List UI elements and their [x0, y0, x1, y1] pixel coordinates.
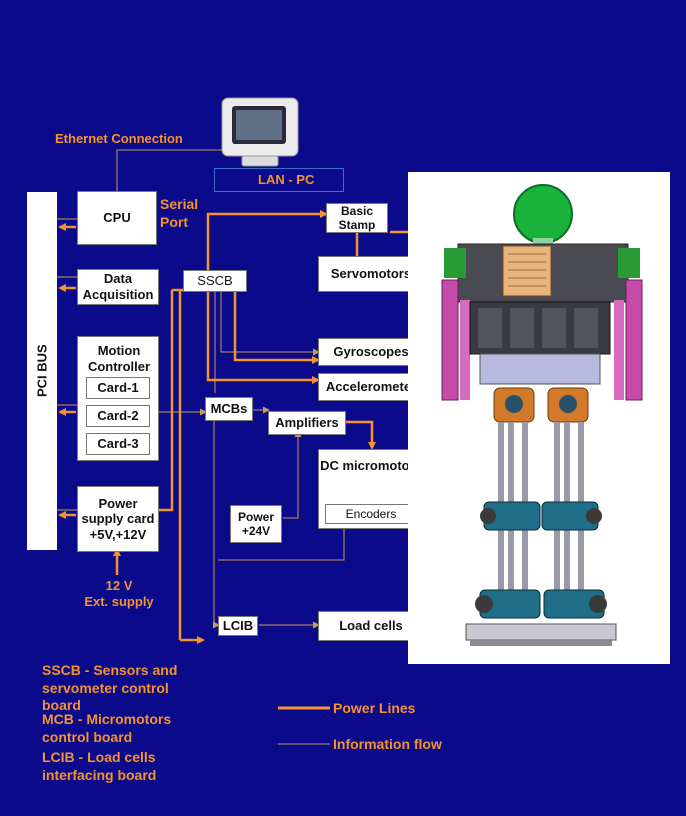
motion-controller-label: Motion Controller [87, 343, 151, 374]
ext-supply-text: Ext. supply [84, 594, 154, 610]
glossary-sscb: SSCB - Sensors and servometer control bo… [42, 662, 177, 715]
glossary-sscb-line2: servometer control [42, 679, 169, 696]
amplifiers-block: Amplifiers [268, 411, 346, 435]
card-2: Card-2 [86, 405, 150, 427]
servomotors-block: Servomotors [318, 256, 424, 292]
dc-micromotors-label: DC micromotors [320, 458, 422, 473]
power-supply-card-block: Power supply card +5V,+12V [77, 486, 159, 552]
mcbs-block: MCBs [205, 397, 253, 421]
pci-bus-bar: PCI BUS [27, 192, 57, 550]
serial-port-label: Serial Port [160, 196, 199, 230]
ethernet-line [116, 149, 230, 191]
glossary-mcb-line2: control board [42, 728, 133, 745]
pci-bus-label: PCI BUS [34, 344, 50, 398]
legend-power-lines-label: Power Lines [333, 700, 416, 716]
robot-image [408, 172, 670, 664]
power-lines [58, 210, 408, 644]
gyroscopes-block: Gyroscopes [318, 338, 424, 366]
glossary-lcib: LCIB - Load cells interfacing board [42, 749, 156, 784]
legend-information-flow-label: Information flow [333, 736, 442, 752]
dc-micromotors-block: DC micromotors Encoders [318, 449, 424, 529]
glossary-mcb-line1: MCB - Micromotors [42, 711, 172, 727]
data-acquisition-block: Data Acquisition [77, 269, 159, 305]
basic-stamp-block: Basic Stamp [326, 203, 388, 233]
computer-icon [218, 96, 302, 168]
glossary-mcb: MCB - Micromotors control board [42, 711, 171, 746]
lcib-block: LCIB [218, 616, 258, 636]
lan-pc-label: LAN - PC [258, 172, 315, 187]
power-24v-block: Power +24V [230, 505, 282, 543]
card-3: Card-3 [86, 433, 150, 455]
ext-supply-label: 12 V Ext. supply [80, 578, 158, 611]
sscb-block: SSCB [183, 270, 247, 292]
lan-pc-frame [214, 168, 344, 192]
ethernet-label: Ethernet Connection [55, 131, 183, 146]
accelerometer-block: Accelerometer [318, 373, 424, 401]
card-1: Card-1 [86, 377, 150, 399]
glossary-sscb-line1: SSCB - Sensors and [42, 662, 178, 678]
ext-supply-voltage: 12 V [105, 578, 133, 593]
glossary-lcib-line1: LCIB - Load cells [42, 749, 156, 765]
motion-controller-block: Motion Controller Card-1 Card-2 Card-3 [77, 336, 159, 461]
cpu-block: CPU [77, 191, 157, 245]
glossary-lcib-line2: interfacing board [42, 766, 157, 783]
encoders-block: Encoders [325, 504, 417, 524]
humanoid-robot-illustration [441, 184, 643, 646]
glossary-sscb-line3: board [42, 697, 81, 713]
